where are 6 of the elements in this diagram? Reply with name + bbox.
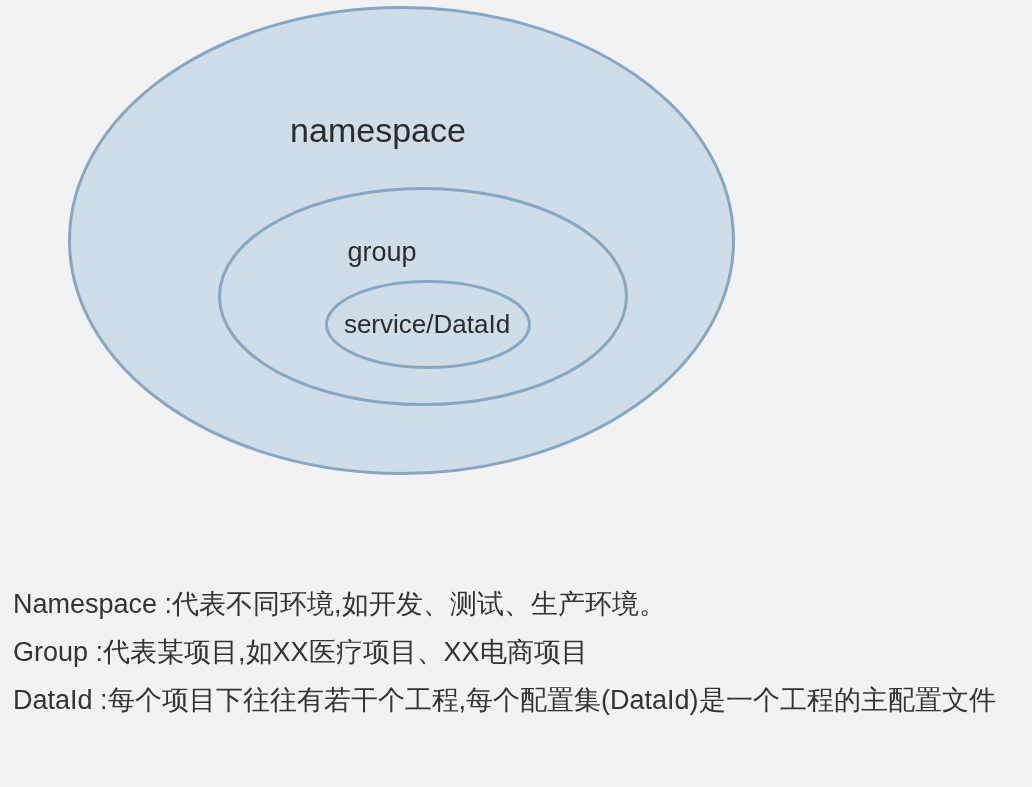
scope-label: group [347,238,417,266]
scope-label: namespace [290,113,466,147]
definition-text: Group :代表某项目,如XX医疗项目、XX电商项目 [13,636,589,669]
definition-text: DataId :每个项目下往往有若干个工程,每个配置集(DataId)是一个工程的主配置文件 [13,684,996,717]
scope-label: service/DataId [343,311,511,337]
definition-text: Namespace :代表不同环境,如开发、测试、生产环境。 [13,588,667,621]
